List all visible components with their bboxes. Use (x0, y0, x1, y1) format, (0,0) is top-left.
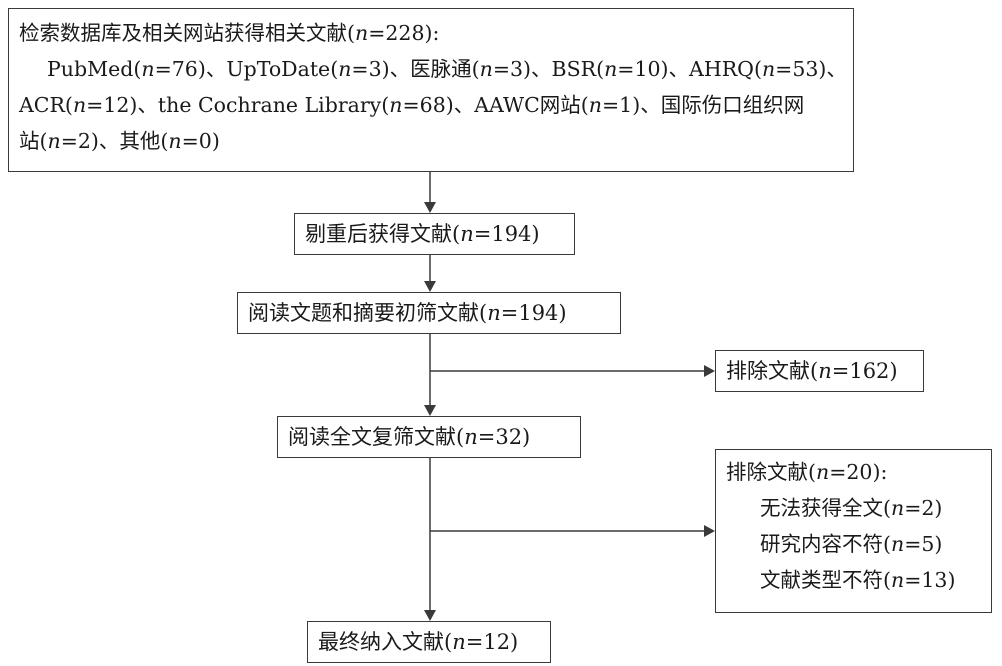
title-abstract-screening-box: 阅读文题和摘要初筛文献(n=194) (237, 292, 621, 334)
exclusion-box-1: 排除文献(n=162) (715, 350, 924, 392)
arrowhead-title-screen (424, 281, 436, 292)
full-text-screening-text: 阅读全文复筛文献(n=32) (288, 424, 531, 449)
exclusion-1-text: 排除文献(n=162) (726, 358, 898, 383)
full-text-screening-box: 阅读全文复筛文献(n=32) (277, 416, 581, 458)
final-included-box: 最终纳入文献(n=12) (307, 621, 551, 663)
search-results-box: 检索数据库及相关网站获得相关文献(n=228): PubMed(n=76)、Up… (8, 8, 854, 172)
search-sources-line-3: 站(n=2)、其他(n=0) (19, 129, 220, 153)
dedup-text: 剔重后获得文献(n=194) (305, 221, 540, 246)
exclusion-box-2: 排除文献(n=20): 无法获得全文(n=2) 研究内容不符(n=5) 文献类型… (715, 449, 992, 613)
arrowhead-dedup (424, 202, 436, 213)
title-abstract-screening-text: 阅读文题和摘要初筛文献(n=194) (248, 300, 567, 325)
exclusion-reason: 文献类型不符(n=13) (760, 568, 956, 592)
arrowhead-full-screen (424, 405, 436, 416)
dedup-box: 剔重后获得文献(n=194) (294, 213, 575, 255)
exclusion-reason: 研究内容不符(n=5) (760, 532, 943, 556)
search-sources-line-1: PubMed(n=76)、UpToDate(n=3)、医脉通(n=3)、BSR(… (47, 57, 847, 81)
search-sources-line-2: ACR(n=12)、the Cochrane Library(n=68)、AAW… (19, 93, 805, 117)
search-results-title: 检索数据库及相关网站获得相关文献(n=228): (19, 21, 440, 45)
arrowhead-final (424, 610, 436, 621)
arrowhead-exclude-1 (704, 365, 715, 377)
arrowhead-exclude-2 (704, 525, 715, 537)
final-included-text: 最终纳入文献(n=12) (318, 629, 519, 654)
exclusion-2-title: 排除文献(n=20): (726, 460, 888, 484)
exclusion-reason: 无法获得全文(n=2) (760, 496, 943, 520)
